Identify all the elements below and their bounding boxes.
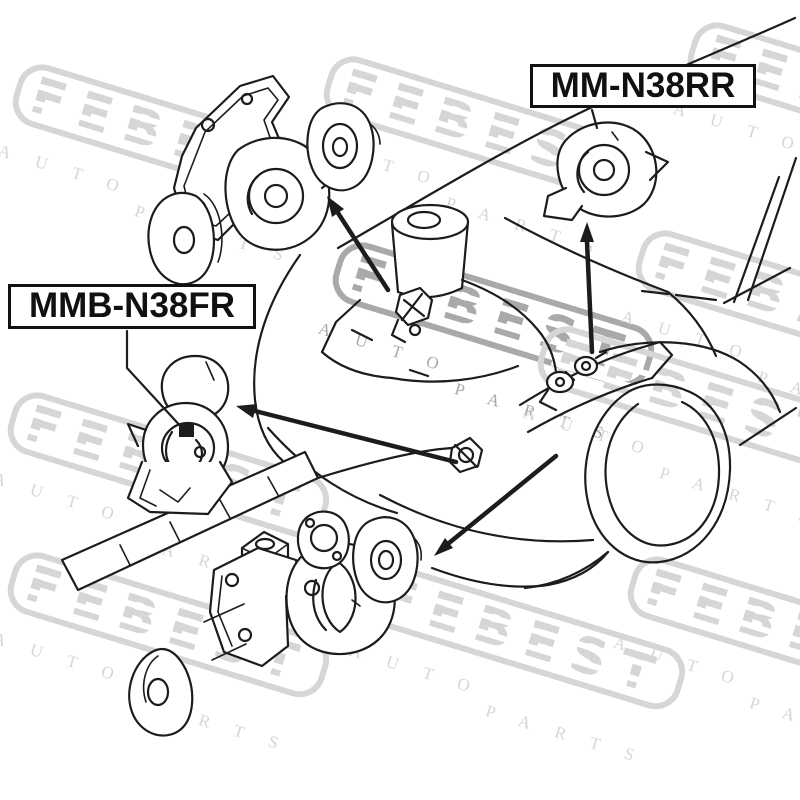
body-outline-art bbox=[62, 18, 796, 590]
part-label-mmb-n38fr: MMB-N38FR bbox=[8, 284, 256, 329]
mount-location-marker bbox=[179, 423, 194, 437]
bottom-mount-assembly-art bbox=[129, 512, 421, 736]
pointer-arrows bbox=[236, 196, 594, 556]
leader-lines bbox=[127, 110, 597, 437]
rear-mount-mm-n38rr-art bbox=[544, 123, 668, 220]
front-bracket-assembly-art bbox=[148, 76, 380, 284]
front-mount-mmb-n38fr-art bbox=[128, 356, 232, 514]
part-label-mm-n38rr: MM-N38RR bbox=[530, 64, 756, 108]
